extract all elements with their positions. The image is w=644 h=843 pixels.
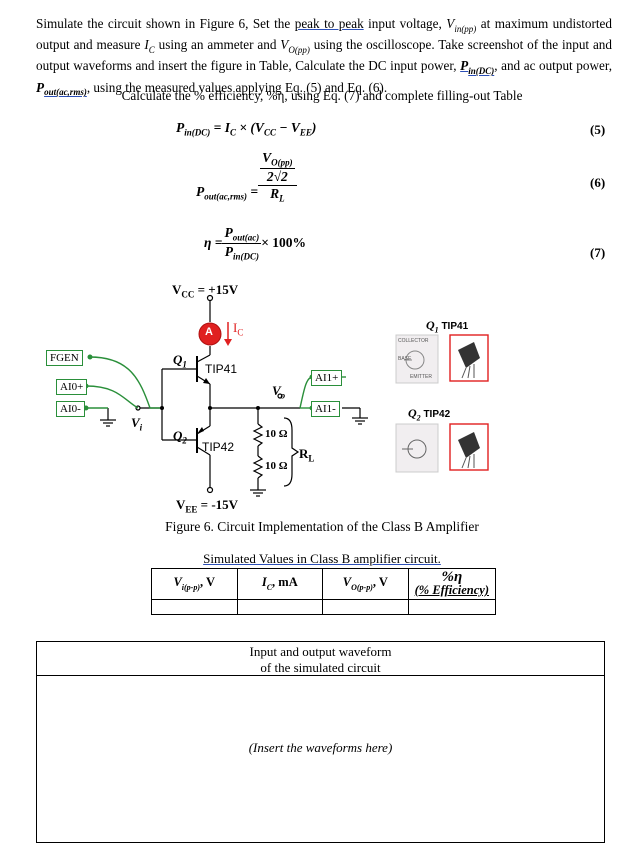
- table-row: [151, 599, 497, 615]
- pkg1-collector: COLLECTOR: [398, 338, 429, 344]
- ai0-minus-terminal: AI0-: [56, 401, 85, 417]
- ai1-plus-terminal: AI1+: [311, 370, 343, 386]
- vi-label: Vi: [131, 415, 143, 433]
- pkg1-base: BASE: [398, 356, 412, 362]
- ai1-minus-terminal: AI1-: [311, 401, 340, 417]
- fgen-terminal: FGEN: [46, 350, 83, 366]
- header-vi: Vi(p-p), V: [151, 568, 238, 600]
- vo-label: Vo: [272, 383, 286, 401]
- waveform-header-line2: of the simulated circuit: [260, 660, 381, 675]
- ammeter-icon: A: [205, 326, 213, 338]
- figure-caption: Figure 6. Circuit Implementation of the …: [165, 519, 479, 534]
- header-vo: VO(p-p), V: [322, 568, 409, 600]
- header-ic: IC, mA: [236, 568, 324, 600]
- table-header-row: Vi(p-p), V IC, mA VO(p-p), V %η(% Effici…: [151, 568, 497, 600]
- instructions-paragraph: Simulate the circuit shown in Figure 6, …: [36, 16, 612, 98]
- resistor-1-label: 10 Ω: [265, 428, 288, 440]
- pkg1-emitter: EMITTER: [410, 374, 432, 380]
- ic-label: IC: [233, 320, 244, 338]
- equation-7-number: (7): [590, 245, 606, 260]
- cell-efficiency-value[interactable]: [407, 599, 497, 615]
- waveform-header: Input and output waveform of the simulat…: [37, 642, 604, 676]
- cell-vi-value[interactable]: [151, 599, 238, 615]
- equation-6: Pout(ac,rms) = VO(pp)2√2 RL: [196, 150, 297, 203]
- ai0-plus-terminal: AI0+: [56, 379, 88, 395]
- resistor-2-label: 10 Ω: [265, 460, 288, 472]
- equation-5: Pin(DC) = IC × (VCC − VEE): [176, 120, 317, 138]
- q1-part-label: TIP41: [205, 362, 238, 376]
- cell-ic-value[interactable]: [236, 599, 324, 615]
- rl-label: RL: [299, 446, 315, 464]
- q2-label: Q2: [173, 428, 187, 446]
- waveform-table: Input and output waveform of the simulat…: [36, 641, 605, 843]
- equation-7: η = Pout(ac) Pin(DC) × 100%: [204, 225, 307, 262]
- vcc-label: VCC = +15V: [172, 282, 239, 300]
- pkg2-title: Q2 TIP42: [408, 406, 451, 423]
- table-title: Simulated Values in Class B amplifier ci…: [203, 551, 441, 566]
- class-b-amplifier-circuit: [83, 294, 489, 497]
- q1-label: Q1: [173, 352, 187, 370]
- cell-vo-value[interactable]: [322, 599, 409, 615]
- header-efficiency: %η(% Efficiency): [407, 568, 497, 600]
- equation-6-number: (6): [590, 175, 606, 190]
- results-table: Vi(p-p), V IC, mA VO(p-p), V %η(% Effici…: [151, 568, 497, 615]
- waveform-header-line1: Input and output waveform: [249, 644, 392, 659]
- q2-part-label: TIP42: [202, 440, 235, 454]
- efficiency-instruction: Calculate the % efficiency, %η, using Eq…: [121, 88, 523, 103]
- vee-label: VEE = -15V: [176, 497, 239, 515]
- waveform-placeholder[interactable]: (Insert the waveforms here): [248, 740, 393, 755]
- pkg1-title: Q1 TIP41: [426, 318, 469, 335]
- equation-5-number: (5): [590, 122, 606, 137]
